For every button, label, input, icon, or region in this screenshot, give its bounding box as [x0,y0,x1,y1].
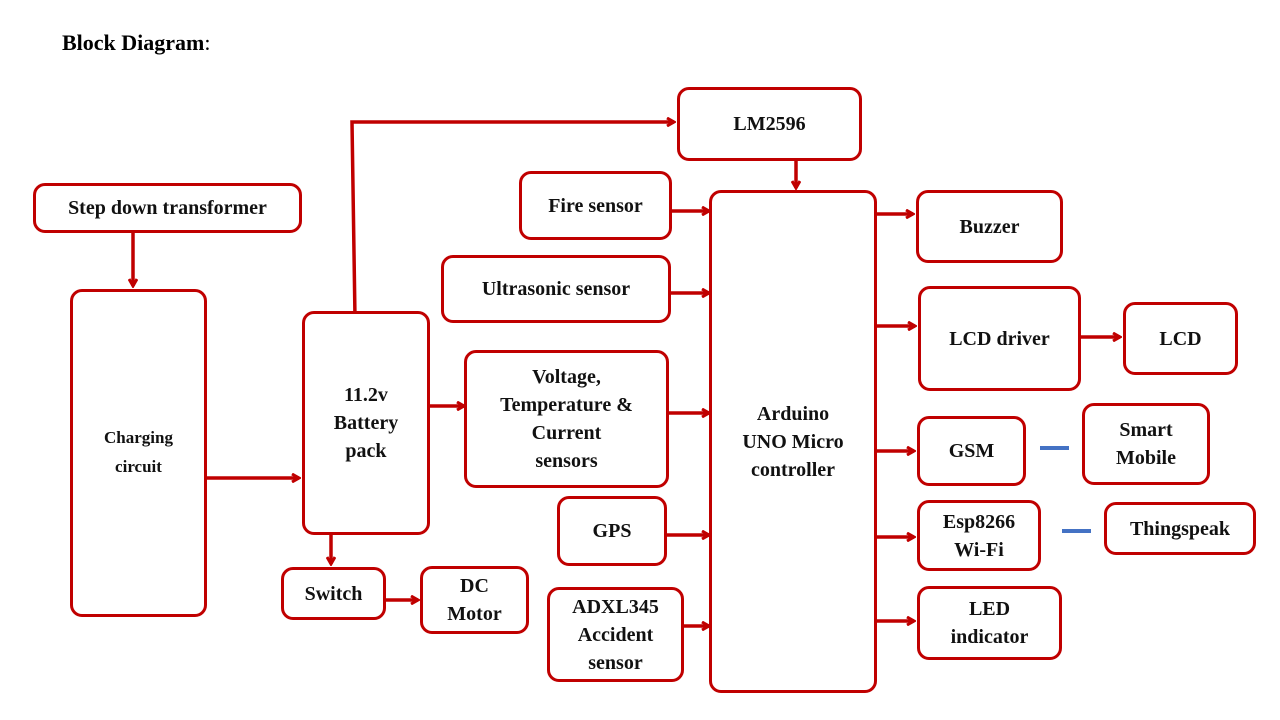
block-step-down-transformer: Step down transformer [33,183,302,233]
block-led-indicator: LED indicator [917,586,1062,660]
block-adxl345: ADXL345 Accident sensor [547,587,684,682]
block-switch: Switch [281,567,386,620]
block-vtc-sensors: Voltage, Temperature & Current sensors [464,350,669,488]
block-lcd: LCD [1123,302,1238,375]
block-gsm: GSM [917,416,1026,486]
block-esp8266: Esp8266 Wi-Fi [917,500,1041,571]
block-fire-sensor: Fire sensor [519,171,672,240]
block-battery-pack: 11.2v Battery pack [302,311,430,535]
block-arduino-uno: Arduino UNO Micro controller [709,190,877,693]
block-charging-circuit: Charging circuit [70,289,207,617]
block-thingspeak: Thingspeak [1104,502,1256,555]
block-buzzer: Buzzer [916,190,1063,263]
diagram-title: Block Diagram: [62,30,211,55]
block-lcd-driver: LCD driver [918,286,1081,391]
block-ultrasonic-sensor: Ultrasonic sensor [441,255,671,323]
block-gps: GPS [557,496,667,566]
arrow-battery-to-lm2596 [350,122,674,319]
block-lm2596: LM2596 [677,87,862,161]
block-dc-motor: DC Motor [420,566,529,634]
block-smart-mobile: Smart Mobile [1082,403,1210,485]
